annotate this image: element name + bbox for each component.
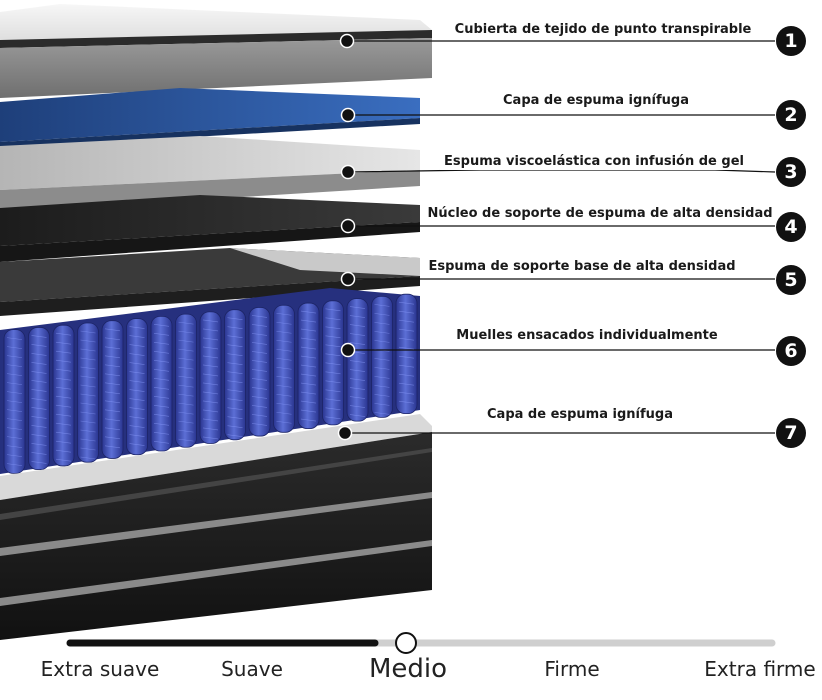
callout-dot-6 [342, 344, 355, 357]
callout-dot-4 [342, 220, 355, 233]
spring-coil [78, 323, 99, 462]
layer-2-label: Capa de espuma ignífuga [499, 93, 693, 109]
layer-1-cover [0, 4, 432, 98]
callout-dot-7 [339, 427, 352, 440]
spring-coil [249, 307, 270, 436]
layer-1-number-badge: 1 [776, 26, 806, 56]
callout-dot-2 [342, 109, 355, 122]
callout-dot-3 [342, 166, 355, 179]
spring-coil [151, 316, 172, 451]
layer-4-label: Núcleo de soporte de espuma de alta dens… [423, 206, 776, 222]
layer-6-label: Muelles ensacados individualmente [452, 328, 721, 344]
firmness-label-medium: Medio [369, 654, 447, 684]
layer-5-label: Espuma de soporte base de alta densidad [424, 259, 739, 275]
layer-5-number-badge: 5 [776, 265, 806, 295]
layer-7-number-badge: 7 [776, 418, 806, 448]
firmness-label-firm: Firme [544, 654, 599, 684]
layer-3-label: Espuma viscoelástica con infusión de gel [440, 154, 748, 170]
firmness-label-extra-soft: Extra suave [41, 654, 160, 684]
layer-1-label: Cubierta de tejido de punto transpirable [451, 22, 756, 38]
spring-coil [200, 312, 221, 444]
firmness-slider-knob[interactable] [395, 632, 417, 654]
layer-7-label: Capa de espuma ignífuga [483, 407, 677, 423]
firmness-label-soft: Suave [221, 654, 283, 684]
spring-coil [225, 310, 246, 440]
firmness-label-extra-firm: Extra firme [704, 654, 815, 684]
callout-dot-1 [341, 35, 354, 48]
layer-6-number-badge: 6 [776, 336, 806, 366]
callout-dot-5 [342, 273, 355, 286]
spring-coil [53, 325, 74, 466]
spring-coil [347, 299, 368, 422]
spring-coil [176, 314, 197, 447]
layer-3-number-badge: 3 [776, 157, 806, 187]
layer-4-number-badge: 4 [776, 212, 806, 242]
layer-2-number-badge: 2 [776, 100, 806, 130]
